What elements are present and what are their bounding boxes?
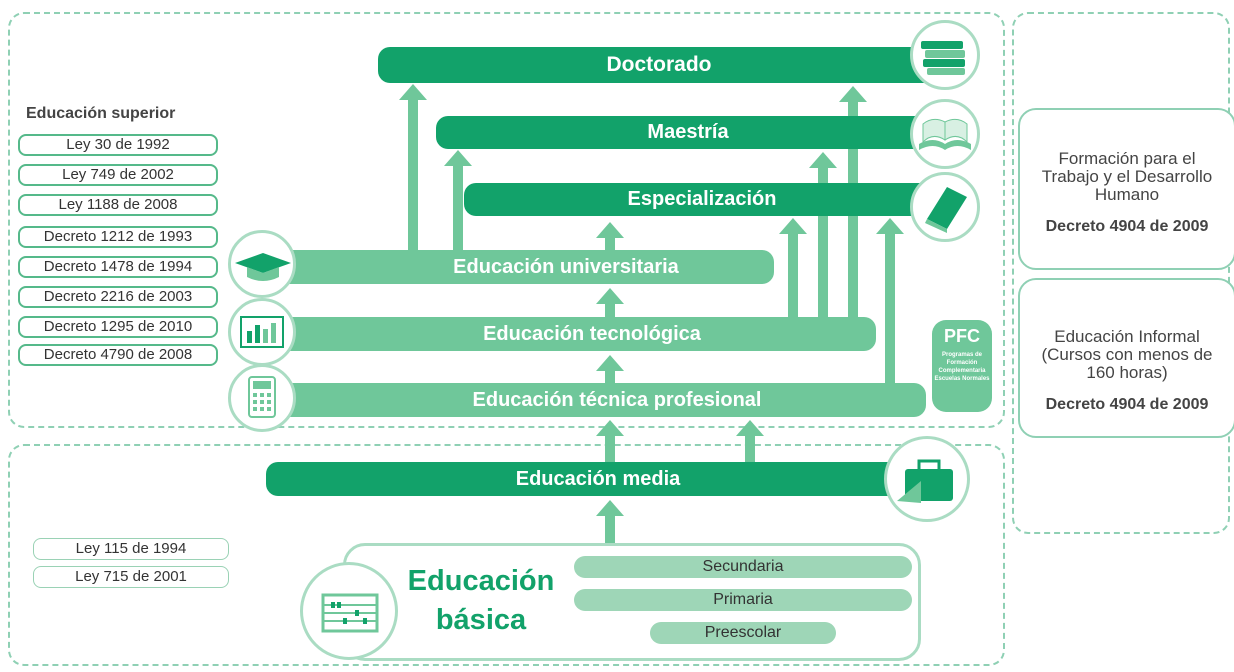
open-book-icon <box>910 99 980 169</box>
pfc-text: Programas de Formación Complementaria Es… <box>934 352 990 382</box>
up-arrow <box>399 84 427 250</box>
law-115: Ley 115 de 1994 <box>33 538 229 560</box>
law-item: Decreto 1212 de 1993 <box>18 226 218 248</box>
law-item: Decreto 4790 de 2008 <box>18 344 218 366</box>
basic-media-region <box>8 444 1005 666</box>
label-media: Educación media <box>515 468 681 490</box>
up-arrow <box>596 288 624 317</box>
books-icon <box>910 20 980 90</box>
informal-text: Educación Informal (Cursos con menos de … <box>1041 327 1213 382</box>
label-doctorado: Doctorado <box>606 53 712 76</box>
bar-tecnica: Educación técnica profesional <box>258 383 926 417</box>
basica-line2: básica <box>435 604 527 636</box>
informal-decree: Decreto 4904 de 2009 <box>1045 396 1209 413</box>
up-arrow <box>809 152 837 317</box>
label-secundaria: Secundaria <box>702 558 784 575</box>
closed-book-icon <box>910 172 980 242</box>
up-arrow <box>596 420 624 462</box>
bar-doctorado: Doctorado <box>378 47 940 83</box>
bar-media: Educación media <box>266 462 930 496</box>
label-preescolar: Preescolar <box>704 624 782 641</box>
basica-title: Educación básica <box>386 562 576 640</box>
up-arrow <box>779 218 807 317</box>
up-arrow <box>736 420 764 462</box>
law-item: Decreto 1295 de 2010 <box>18 316 218 338</box>
basica-line1: Educación <box>407 565 555 597</box>
bar-primaria: Primaria <box>574 589 912 611</box>
law-item: Decreto 2216 de 2003 <box>18 286 218 308</box>
briefcase-icon <box>884 436 970 522</box>
abacus-icon <box>300 562 398 660</box>
right-region <box>1012 12 1230 534</box>
label-universitaria: Educación universitaria <box>453 256 679 278</box>
law-item: Ley 1188 de 2008 <box>18 194 218 216</box>
superior-region <box>8 12 1005 428</box>
up-arrow <box>596 222 624 250</box>
bar-maestria: Maestría <box>436 116 940 149</box>
graduation-cap-icon <box>228 230 296 298</box>
calculator-icon <box>228 364 296 432</box>
spreadsheet-icon <box>228 298 296 366</box>
bar-preescolar: Preescolar <box>650 622 836 644</box>
up-arrow <box>596 355 624 383</box>
law-715: Ley 715 de 2001 <box>33 566 229 588</box>
up-arrow <box>596 500 624 543</box>
bar-especializacion: Especialización <box>464 183 940 216</box>
label-primaria: Primaria <box>713 591 773 608</box>
right-box-informal: Educación Informal (Cursos con menos de … <box>1018 278 1234 438</box>
label-tecnologica: Educación tecnológica <box>483 323 701 345</box>
law-item: Decreto 1478 de 1994 <box>18 256 218 278</box>
up-arrow <box>444 150 472 250</box>
law-item: Ley 749 de 2002 <box>18 164 218 186</box>
superior-heading: Educación superior <box>26 105 176 122</box>
law-item: Ley 30 de 1992 <box>18 134 218 156</box>
formacion-decree: Decreto 4904 de 2009 <box>1045 218 1209 235</box>
bar-tecnologica: Educación tecnológica <box>258 317 876 351</box>
pfc-box: PFC Programas de Formación Complementari… <box>932 320 992 412</box>
formacion-text: Formación para el Trabajo y el Desarroll… <box>1041 149 1213 204</box>
bar-secundaria: Secundaria <box>574 556 912 578</box>
up-arrow <box>876 218 904 383</box>
right-box-formacion: Formación para el Trabajo y el Desarroll… <box>1018 108 1234 270</box>
label-tecnica: Educación técnica profesional <box>472 389 762 411</box>
label-maestria: Maestría <box>647 121 729 143</box>
pfc-title: PFC <box>944 326 980 346</box>
bar-universitaria: Educación universitaria <box>258 250 774 284</box>
label-especializacion: Especialización <box>627 188 777 210</box>
